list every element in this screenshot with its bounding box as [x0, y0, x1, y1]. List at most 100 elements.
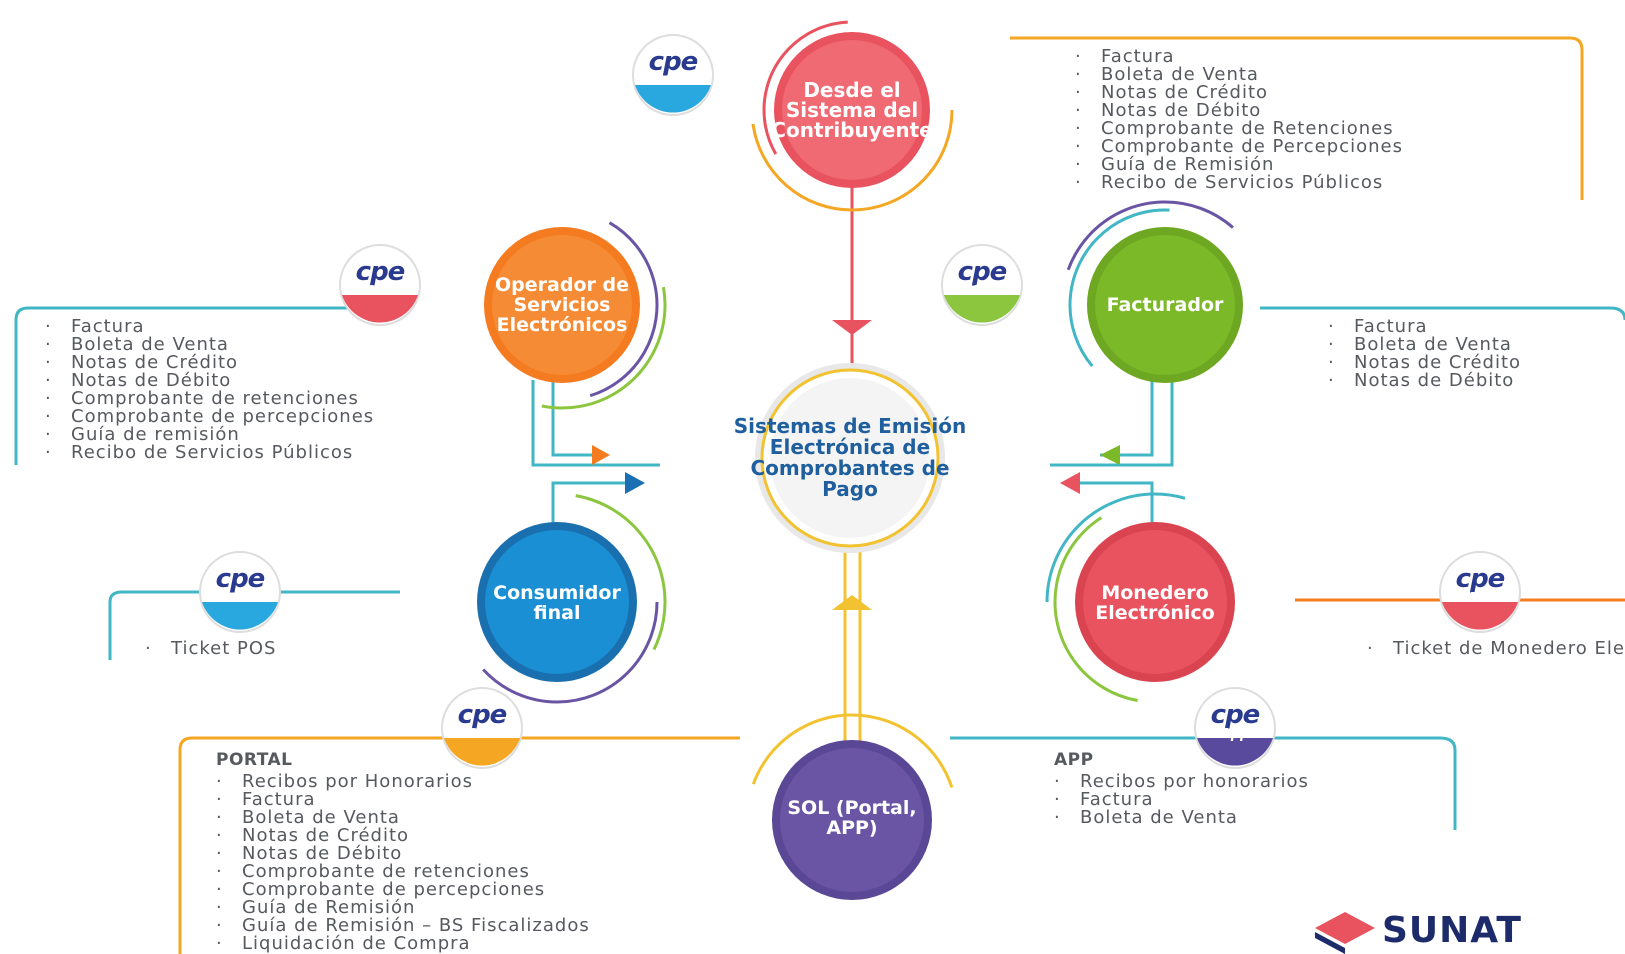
- bullet-icon: ·: [1075, 82, 1082, 103]
- list-item-label: Notas de Débito: [1101, 100, 1262, 121]
- list-item-label: Boleta de Venta: [242, 807, 400, 828]
- bullet-icon: ·: [1075, 136, 1082, 157]
- list-item-label: Notas de Débito: [1354, 370, 1515, 391]
- list-item: ·Notas de Crédito: [45, 354, 374, 372]
- list-item: · Boleta de Venta: [216, 809, 590, 827]
- list-item: ·Comprobante de retenciones: [45, 390, 374, 408]
- connector-contribuyente-list: [1010, 36, 1584, 200]
- list-item: · Boleta de Venta: [1075, 66, 1403, 84]
- connector-portal-list: [178, 736, 740, 954]
- bullet-icon: ·: [216, 897, 223, 918]
- arrow-right-blue-icon: [625, 472, 645, 494]
- bullet-icon: ·: [1367, 638, 1374, 659]
- list-portal: ·Recibos por Honorarios·Factura·Boleta d…: [216, 773, 590, 953]
- list-item: ·Notas de Crédito: [1328, 354, 1521, 372]
- list-item-label: Comprobante de retenciones: [71, 388, 359, 409]
- list-item-label: Notas de Crédito: [242, 825, 410, 846]
- list-item-label: Boleta de Venta: [1101, 64, 1259, 85]
- list-item: · Guía de Remisión: [216, 899, 590, 917]
- list-contribuyente: · Factura · Boleta de Venta · Notas de Crédit…: [1075, 48, 1403, 192]
- list-item: ·Notas de Débito: [216, 845, 590, 863]
- list-item: ·Recibos por Honorarios: [216, 773, 590, 791]
- list-item-label: Notas de Débito: [71, 370, 232, 391]
- list-item: · Comprobante de Percepciones: [1075, 138, 1403, 156]
- list-item-label: Guía de Remisión – BS Fiscalizados: [242, 915, 590, 936]
- bullet-icon: ·: [216, 843, 223, 864]
- list-item: · Boleta de Venta: [45, 336, 374, 354]
- node-contribuyente: Desde el Sistema del Contribuyente: [771, 78, 933, 142]
- bullet-icon: ·: [216, 789, 223, 810]
- app-section-label: APP: [1054, 750, 1094, 770]
- bullet-icon: ·: [216, 825, 223, 846]
- cpe-badge-cf: cpe CF: [215, 564, 266, 606]
- list-item-label: Liquidación de Compra: [242, 933, 471, 954]
- bullet-icon: ·: [45, 334, 52, 355]
- list-item-label: Boleta de Venta: [1354, 334, 1512, 355]
- list-item: ·Factura: [1054, 791, 1309, 809]
- list-item-label: Notas de Crédito: [1101, 82, 1269, 103]
- bullet-icon: ·: [216, 861, 223, 882]
- list-item-label: Comprobante de retenciones: [242, 861, 530, 882]
- list-item: · Recibos por honorarios: [1054, 773, 1309, 791]
- list-item-label: Factura: [1101, 46, 1175, 67]
- list-item-label: Comprobante de percepciones: [71, 406, 375, 427]
- list-item-label: Ticket de Monedero Electrónico: [1393, 638, 1625, 659]
- list-item: ·Boleta de Venta: [1328, 336, 1521, 354]
- bullet-icon: ·: [1054, 807, 1061, 828]
- list-item-label: Factura: [1080, 789, 1154, 810]
- cpe-badge-sol: cpe SOL: [457, 700, 508, 742]
- bullet-icon: ·: [1075, 172, 1082, 193]
- node-ose: Operador de Servicios Electrónicos: [495, 274, 629, 336]
- bullet-icon: ·: [45, 370, 52, 391]
- bullet-icon: ·: [1075, 46, 1082, 67]
- list-item-label: Guía de Remisión: [1101, 154, 1275, 175]
- arrow-left-green-icon: [1100, 445, 1120, 465]
- list-item: ·Guía de Remisión: [1075, 156, 1403, 174]
- list-item-label: Recibos por honorarios: [1080, 771, 1309, 792]
- cpe-badge-fs: cpe FS: [957, 257, 1008, 299]
- list-item-label: Recibo de Servicios Públicos: [71, 442, 354, 463]
- bullet-icon: ·: [1054, 771, 1061, 792]
- list-monedero: · Ticket de Monedero Electrónico: [1367, 638, 1625, 659]
- portal-section-label: PORTAL: [216, 750, 293, 770]
- bullet-icon: ·: [1328, 370, 1335, 391]
- connector-ose-list: [14, 306, 410, 465]
- bullet-icon: ·: [216, 807, 223, 828]
- arrow-left-red-icon: [1060, 472, 1080, 494]
- list-item-label: Comprobante de percepciones: [242, 879, 546, 900]
- arrow-down-icon: [832, 320, 872, 335]
- list-item: ·Factura: [1328, 318, 1521, 336]
- node-monedero: Monedero Electrónico: [1095, 581, 1215, 624]
- sunat-logo-icon: [1315, 912, 1375, 954]
- connector-monedero-center: [1065, 481, 1154, 535]
- list-item: · Boleta de Venta: [1054, 809, 1309, 827]
- list-item-label: Boleta de Venta: [1080, 807, 1238, 828]
- bullet-icon: ·: [216, 915, 223, 936]
- list-facturador: ·Factura·Boleta de Venta·Notas de Crédit…: [1328, 318, 1521, 390]
- connector-consumidor-center: [551, 481, 640, 535]
- list-item: ·Notas de Débito: [1075, 102, 1403, 120]
- list-app: · Recibos por honorarios·Factura· Boleta d…: [1054, 773, 1309, 827]
- bullet-icon: ·: [216, 879, 223, 900]
- list-item-label: Factura: [1354, 316, 1428, 337]
- center-node-label: Sistemas de Emisión Electrónica de Compr…: [733, 413, 967, 501]
- bullet-icon: ·: [45, 316, 52, 337]
- list-item-label: Guía de Remisión: [242, 897, 416, 918]
- list-item: ·Factura: [216, 791, 590, 809]
- node-facturador: Facturador: [1106, 294, 1224, 316]
- list-item: ·Recibo de Servicios Públicos: [1075, 174, 1403, 192]
- list-item-label: Comprobante de Percepciones: [1101, 136, 1403, 157]
- list-item-label: Comprobante de Retenciones: [1101, 118, 1394, 139]
- bullet-icon: ·: [1075, 118, 1082, 139]
- connector-facturador-center-2: [1050, 380, 1174, 467]
- list-item: · Notas de Crédito: [1075, 84, 1403, 102]
- connector-app-list: [950, 736, 1457, 830]
- list-item-label: Boleta de Venta: [71, 334, 229, 355]
- arrow-up-yellow-icon: [832, 595, 872, 610]
- bullet-icon: ·: [216, 771, 223, 792]
- list-item: ·Recibo de Servicios Públicos: [45, 444, 374, 462]
- list-item: · Ticket de Monedero Electrónico: [1367, 638, 1625, 659]
- list-consumidor: ·Ticket POS: [145, 640, 276, 658]
- bullet-icon: ·: [1075, 64, 1082, 85]
